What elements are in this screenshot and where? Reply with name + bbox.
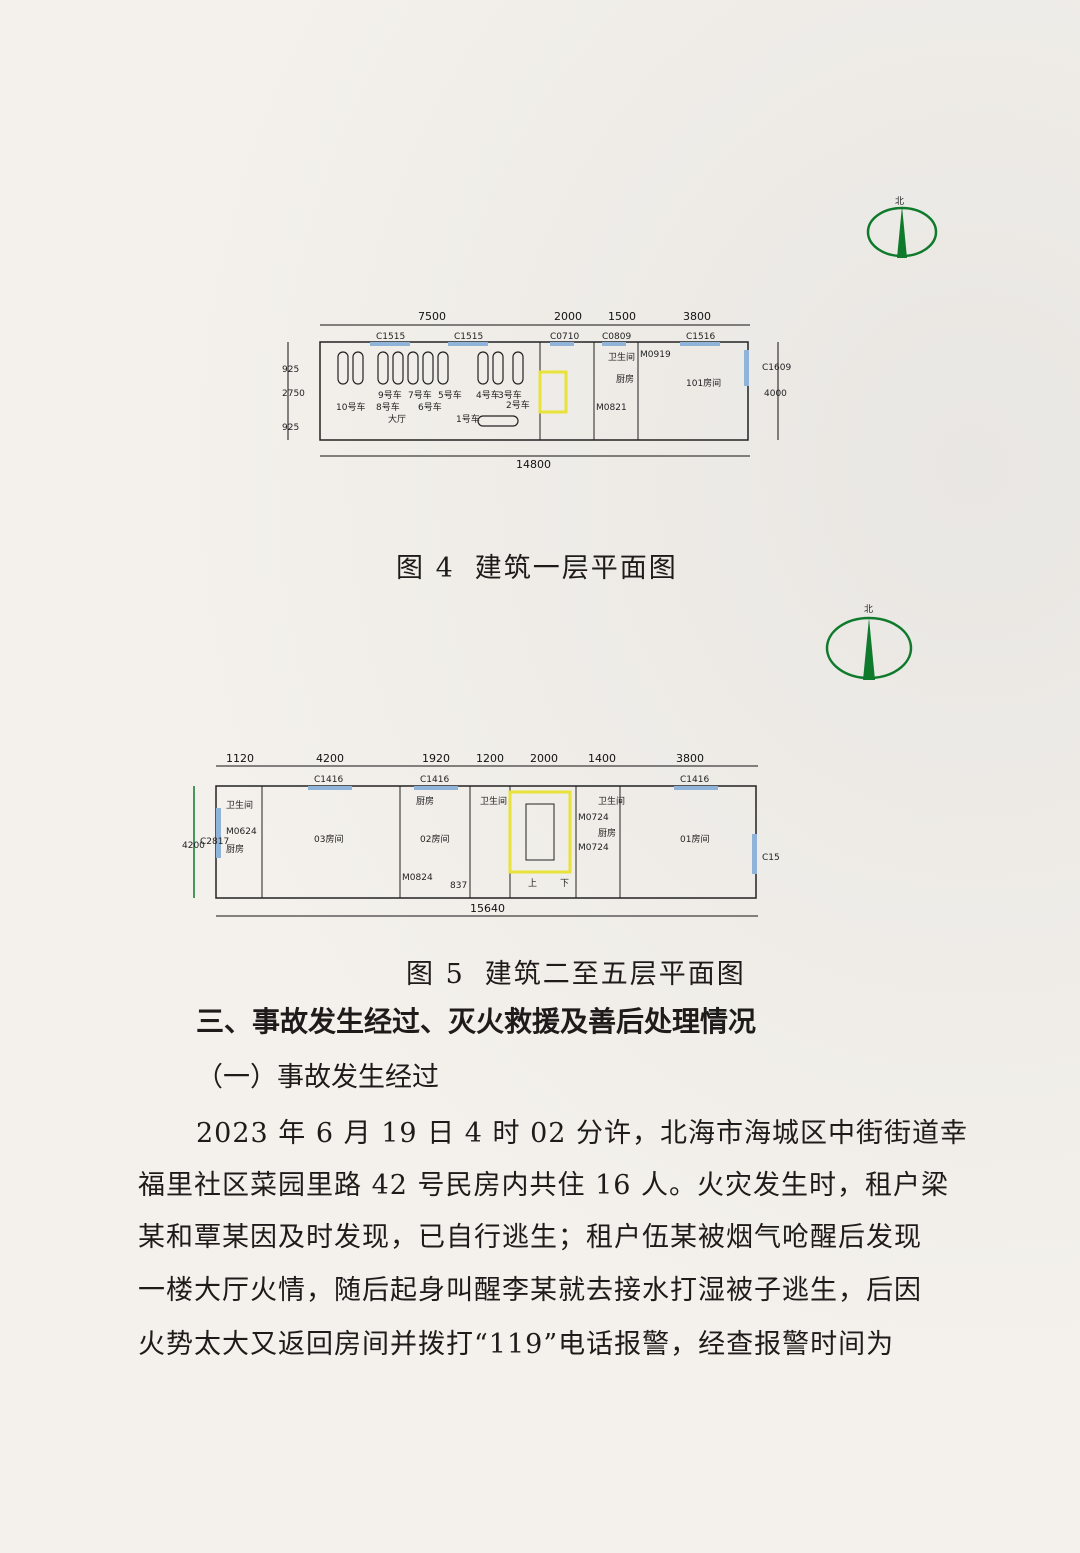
dim-bottom: 14800 [516, 458, 551, 470]
door5-4: M0724 [578, 813, 609, 823]
label5-room01: 01房间 [680, 833, 709, 845]
dim5-top-2: 1920 [422, 752, 450, 765]
scooter-label-4: 4号车 [476, 389, 500, 401]
dim5-top-1: 4200 [316, 752, 344, 765]
dim5-top-6: 3800 [676, 752, 704, 765]
dim5-top-5: 1400 [588, 752, 616, 765]
scooter-label-6: 6号车 [418, 401, 442, 413]
dim5-top-4: 2000 [530, 752, 558, 765]
figure-5-title: 建筑二至五层平面图 [484, 959, 746, 990]
body-line-4: 一楼大厅火情，随后起身叫醒李某就去接水打湿被子逃生，后因 [138, 1275, 922, 1306]
dim-top-1: 2000 [554, 310, 582, 323]
dim5-small: 837 [450, 881, 467, 891]
label-kitchen: 厨房 [616, 373, 634, 385]
scooter-label-2: 2号车 [506, 399, 530, 411]
scooter-label-5: 5号车 [438, 389, 462, 401]
label5-toilet-b: 卫生间 [480, 795, 507, 807]
north-compass-icon: 北 [866, 196, 938, 258]
label5-toilet-a: 卫生间 [226, 799, 253, 811]
window-label-0: C1515 [376, 332, 405, 342]
label5-kitchen-c: 厨房 [598, 827, 616, 839]
label-room101: 101房间 [686, 377, 721, 389]
window-label-2: C0710 [550, 332, 579, 342]
door5-0: M0624 [226, 827, 257, 837]
dim-right: 4000 [764, 389, 787, 399]
subheading: （一）事故发生经过 [196, 1062, 439, 1093]
dim5-top-0: 1120 [226, 752, 254, 765]
dim5-left: 4200 [182, 841, 205, 851]
label5-room03: 03房间 [314, 833, 343, 845]
label5-kitchen-b: 厨房 [416, 795, 434, 807]
scooter-label-8: 8号车 [376, 401, 400, 413]
dim5-top-3: 1200 [476, 752, 504, 765]
label5-down: 下 [560, 879, 569, 889]
window-label-4: C1516 [686, 332, 715, 342]
dim-top-0: 7500 [418, 310, 446, 323]
scooter-label-9: 9号车 [378, 389, 402, 401]
label-hall: 大厅 [388, 413, 406, 425]
scooter-label-10: 10号车 [336, 401, 365, 413]
compass-label: 北 [895, 196, 904, 207]
section-heading: 三、事故发生经过、灭火救援及善后处理情况 [196, 1005, 757, 1038]
compass-label-2: 北 [864, 604, 873, 615]
dim-left-2: 925 [282, 423, 299, 433]
scooter-label-1: 1号车 [456, 413, 480, 425]
label-toilet: 卫生间 [608, 351, 635, 363]
figure-4-title: 建筑一层平面图 [474, 553, 678, 584]
door5-3: M0824 [402, 873, 433, 883]
body-line-1: 2023 年 6 月 19 日 4 时 02 分许，北海市海城区中街街道幸 [196, 1118, 969, 1149]
dim-left-1: 2750 [282, 389, 305, 399]
door-label-1: M0821 [596, 403, 627, 413]
window-label-1: C1515 [454, 332, 483, 342]
window-label-5: C1609 [762, 363, 791, 373]
window5-1: C1416 [420, 775, 449, 785]
figure-5-number: 图 5 [406, 959, 465, 990]
door5-5: M0724 [578, 843, 609, 853]
window5-0: C1416 [314, 775, 343, 785]
body-line-5: 火势太大又返回房间并拨打“119”电话报警，经查报警时间为 [138, 1329, 895, 1360]
window5-3: C2817 [200, 837, 229, 847]
north-compass-icon-2: 北 [825, 604, 913, 680]
body-line-2: 福里社区菜园里路 42 号民房内共住 16 人。火灾发生时，租户梁 [138, 1170, 950, 1201]
dim-top-2: 1500 [608, 310, 636, 323]
figure-4-number: 图 4 [396, 553, 455, 584]
body-line-3: 某和覃某因及时发现，已自行逃生；租户伍某被烟气呛醒后发现 [138, 1222, 922, 1253]
label5-toilet-c: 卫生间 [598, 795, 625, 807]
label5-up: 上 [528, 878, 537, 889]
window-label-3: C0809 [602, 332, 631, 342]
scooter-label-3: 3号车 [498, 389, 522, 401]
door-label-0: M0919 [640, 350, 671, 360]
dim5-bottom: 15640 [470, 902, 505, 915]
floor-plan-level1: 7500 2000 1500 3800 C1515 C1515 C0710 C0… [282, 310, 791, 470]
dim-top-3: 3800 [683, 310, 711, 323]
dim-left-0: 925 [282, 365, 299, 375]
window5-2: C1416 [680, 775, 709, 785]
window5-4: C1510 [762, 853, 780, 863]
figure-4-caption: 图 4 建筑一层平面图 [396, 546, 678, 585]
label5-room02: 02房间 [420, 833, 449, 845]
figure-5-caption: 图 5 建筑二至五层平面图 [406, 952, 746, 991]
label5-kitchen-a: 厨房 [226, 843, 244, 855]
floor-plan-level2-5: 1120 4200 1920 1200 2000 1400 3800 C1416… [182, 752, 780, 917]
scooter-label-7: 7号车 [408, 389, 432, 401]
